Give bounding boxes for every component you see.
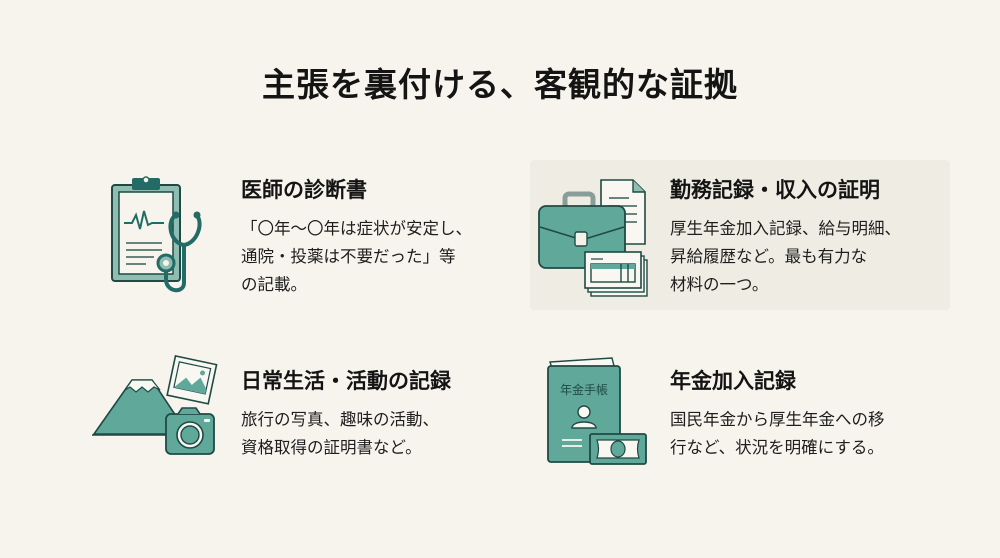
- evidence-card-medical: 医師の診断書 「〇年〜〇年は症状が安定し、 通院・投薬は不要だった」等 の記載。: [90, 165, 490, 305]
- evidence-card-pension: 年金手帳 年金加入記録 国民年金から厚生年金への移 行など、状況を明確にする。: [530, 350, 950, 470]
- card-heading: 年金加入記録: [670, 369, 796, 393]
- mountain-camera-photo-icon: [92, 354, 220, 464]
- pension-book-money-icon: 年金手帳: [542, 354, 652, 466]
- evidence-card-daily-life: 日常生活・活動の記録 旅行の写真、趣味の活動、 資格取得の証明書など。: [90, 350, 490, 470]
- card-description: 「〇年〜〇年は症状が安定し、 通院・投薬は不要だった」等 の記載。: [241, 219, 472, 294]
- pension-book-label: 年金手帳: [560, 382, 608, 397]
- card-description: 国民年金から厚生年金への移 行など、状況を明確にする。: [670, 410, 885, 457]
- clipboard-stethoscope-icon: [104, 173, 214, 298]
- evidence-card-employment: 勤務記録・収入の証明 厚生年金加入記録、給与明細、 昇給履歴など。最も有力な 材…: [530, 160, 950, 310]
- card-description: 厚生年金加入記録、給与明細、 昇給履歴など。最も有力な 材料の一つ。: [670, 219, 901, 294]
- card-heading: 日常生活・活動の記録: [241, 369, 451, 393]
- page-title: 主張を裏付ける、客観的な証拠: [262, 65, 738, 104]
- briefcase-documents-icon: [535, 172, 655, 302]
- card-heading: 勤務記録・収入の証明: [670, 178, 880, 202]
- card-description: 旅行の写真、趣味の活動、 資格取得の証明書など。: [241, 410, 439, 457]
- card-heading: 医師の診断書: [241, 178, 367, 202]
